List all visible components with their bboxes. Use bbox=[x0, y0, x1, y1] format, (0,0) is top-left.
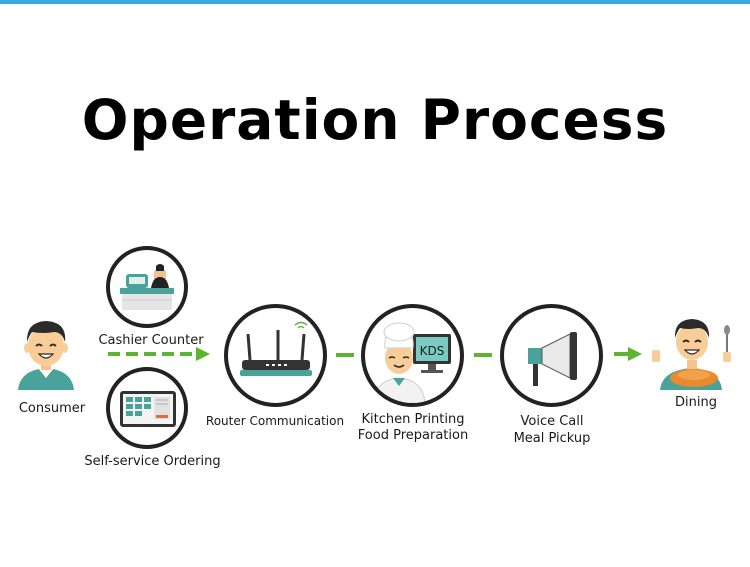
consumer-label: Consumer bbox=[18, 401, 86, 416]
cashier-counter-icon bbox=[106, 246, 188, 328]
router-communication-label: Router Communication bbox=[205, 414, 345, 428]
kds-screen-text: KDS bbox=[420, 344, 445, 358]
consumer-avatar bbox=[14, 312, 78, 392]
cashier-counter-label: Cashier Counter bbox=[98, 333, 204, 348]
top-accent-bar bbox=[0, 0, 750, 4]
dining-label: Dining bbox=[675, 395, 717, 410]
self-service-kiosk-icon bbox=[106, 367, 188, 449]
meal-pickup-label: Meal Pickup bbox=[513, 431, 591, 446]
self-service-ordering-label: Self-service Ordering bbox=[84, 454, 221, 469]
flow-connector bbox=[336, 353, 354, 357]
megaphone-icon bbox=[500, 304, 603, 407]
router-icon bbox=[224, 304, 327, 407]
food-preparation-label: Food Preparation bbox=[357, 428, 469, 443]
chef-kds-icon: KDS bbox=[361, 304, 464, 407]
page-title: Operation Process bbox=[81, 88, 669, 152]
diner-icon bbox=[650, 312, 736, 390]
voice-call-label: Voice Call bbox=[520, 414, 584, 429]
flow-arrow bbox=[614, 347, 642, 361]
flow-connector bbox=[474, 353, 492, 357]
flow-arrow bbox=[108, 347, 210, 361]
kitchen-printing-label: Kitchen Printing bbox=[361, 412, 465, 427]
